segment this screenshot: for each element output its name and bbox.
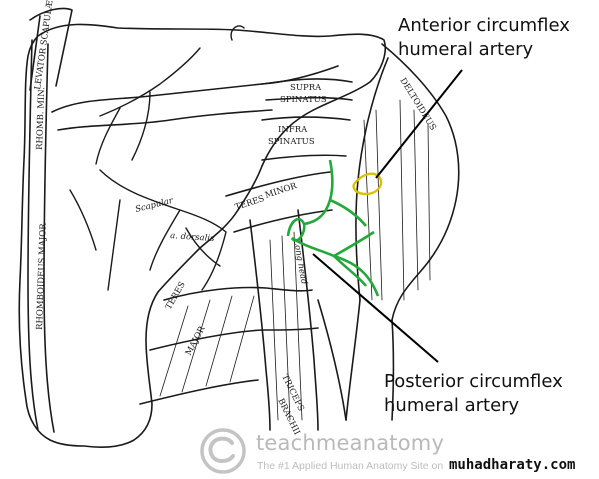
posterior-circumflex-humeral-artery	[286, 159, 380, 297]
anterior-circumflex-humeral-artery	[352, 172, 383, 196]
scapular-arteries	[69, 25, 245, 291]
humerus-lateral	[345, 299, 395, 421]
triceps-lateral	[317, 299, 347, 421]
callout-anterior-line2: humeral artery	[398, 39, 534, 60]
scapula-outline	[18, 23, 386, 448]
infraspinatus-tendon	[261, 116, 351, 161]
label-infraspinatus-1: INFRA	[278, 125, 308, 135]
callout-posterior-circumflex-humeral-artery: Posterior circumflex humeral artery	[384, 370, 598, 418]
rhomboid-strip	[27, 39, 55, 433]
levator-strip	[29, 7, 73, 91]
label-scapular-artery-2: a. dorsalis	[170, 231, 216, 244]
copyright-icon	[200, 428, 246, 474]
watermark-tagline: The #1 Applied Human Anatomy Site on the…	[257, 460, 488, 472]
label-teres-major-1: TERES	[164, 280, 188, 311]
scapular-spine-lower	[57, 109, 273, 131]
label-rhomboideus-minor: RHOMB. MIN.	[35, 87, 47, 150]
label-infraspinatus-2: SPINATUS	[268, 137, 315, 147]
label-rhomboideus-major: RHOMBOIDEUS MAJOR	[35, 223, 49, 330]
triceps-long-head	[249, 209, 319, 431]
callout-anterior-circumflex-humeral-artery: Anterior circumflex humeral artery	[398, 14, 598, 62]
label-supraspinatus-1: SUPRA	[290, 83, 322, 93]
teres-major-band	[139, 286, 319, 405]
label-supraspinatus-2: SPINATUS	[280, 95, 327, 105]
watermark-name: teachmeanatomy	[256, 431, 445, 455]
label-scapular-artery-1: Scapular	[134, 196, 175, 215]
site-credit: muhadharaty.com	[446, 457, 579, 473]
teres-minor-band	[225, 171, 333, 233]
posterior-leader-line	[312, 253, 439, 363]
label-teres-minor-prefix: TERES	[234, 194, 266, 213]
scapular-spine	[51, 65, 339, 113]
callout-posterior-line1: Posterior circumflex	[384, 371, 563, 392]
fibre-hatching	[159, 99, 431, 421]
anterior-leader-line	[375, 69, 463, 179]
supraspinatus-tendon	[261, 78, 353, 101]
callout-anterior-line1: Anterior circumflex	[398, 15, 570, 36]
callout-posterior-line2: humeral artery	[384, 395, 520, 416]
